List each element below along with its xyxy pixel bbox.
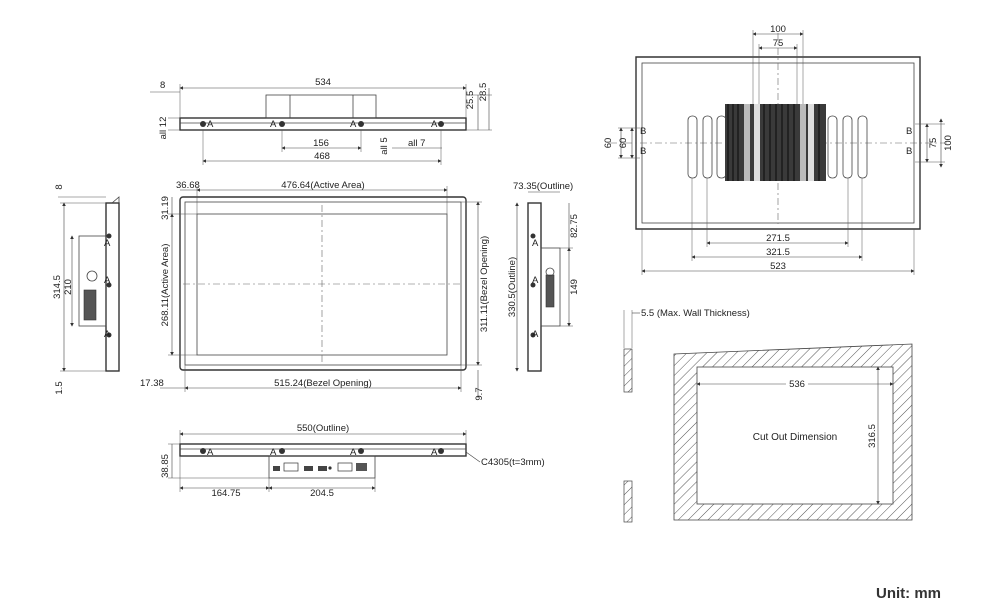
top-view-bracket bbox=[265, 94, 377, 119]
dim-8: 8 bbox=[54, 184, 65, 189]
dim-bezel-height: 311.11(Bezel Opening) bbox=[479, 236, 490, 332]
dim-all-7: all 7 bbox=[408, 138, 425, 149]
dim-156: 156 bbox=[313, 138, 329, 149]
top-view-body bbox=[179, 117, 467, 131]
io-ports bbox=[273, 462, 367, 472]
dim-25-5: 25.5 bbox=[465, 91, 476, 110]
io-panel bbox=[268, 455, 376, 479]
front-view: 36.68 476.64(Active Area) 31.19 268.11(A… bbox=[140, 180, 490, 401]
dim-100-top: 100 bbox=[770, 24, 786, 35]
marker-b: B bbox=[640, 126, 646, 137]
dim-149: 149 bbox=[569, 279, 580, 295]
dim-536: 536 bbox=[789, 379, 805, 390]
dim-9-7: 9.7 bbox=[474, 387, 485, 400]
marker-a: A bbox=[104, 238, 111, 249]
cutout-opening bbox=[696, 366, 894, 505]
dim-17-38: 17.38 bbox=[140, 378, 164, 389]
dim-75-side: 75 bbox=[928, 138, 939, 149]
dim-8: 8 bbox=[160, 80, 165, 91]
dim-60-a: 60 bbox=[603, 138, 614, 149]
wall-note: 5.5 (Max. Wall Thickness) bbox=[641, 308, 750, 319]
dim-534: 534 bbox=[315, 77, 331, 88]
marker-b: B bbox=[906, 146, 912, 157]
dim-271-5: 271.5 bbox=[766, 233, 790, 244]
marker-a: A bbox=[431, 119, 438, 130]
marker-a: A bbox=[431, 447, 438, 458]
left-side-view: A A A 314.5 210 8 1.5 bbox=[52, 184, 120, 395]
dim-210: 210 bbox=[63, 279, 74, 295]
dim-100-side: 100 bbox=[943, 135, 954, 151]
dim-bezel-width: 515.24(Bezel Opening) bbox=[274, 378, 372, 389]
rear-view: 100 75 60 60 B B 75 100 B B 271.5 321.5 bbox=[603, 24, 954, 275]
marker-a: A bbox=[270, 447, 277, 458]
dim-38-85: 38.85 bbox=[160, 454, 171, 478]
clip-note: C4305(t=3mm) bbox=[481, 457, 545, 468]
wall-section bbox=[623, 480, 633, 523]
top-view: A A A A 534 8 25.5 28.5 all 12 156 468 a… bbox=[150, 77, 492, 165]
front-outline bbox=[179, 196, 467, 371]
mount-brackets bbox=[687, 115, 868, 179]
marker-a: A bbox=[532, 329, 539, 340]
bottom-view-body bbox=[179, 443, 467, 457]
dim-28-5: 28.5 bbox=[478, 83, 489, 102]
dim-active-height: 268.11(Active Area) bbox=[160, 244, 171, 327]
cutout-title: Cut Out Dimension bbox=[753, 432, 837, 443]
marker-a: A bbox=[104, 329, 111, 340]
dim-outline-width: 550(Outline) bbox=[297, 423, 349, 434]
dim-31-19: 31.19 bbox=[160, 196, 171, 220]
marker-a: A bbox=[532, 275, 539, 286]
top-screw-marks bbox=[200, 121, 444, 127]
marker-a: A bbox=[350, 447, 357, 458]
marker-a: A bbox=[207, 119, 214, 130]
right-side-view: A A A 73.35(Outline) 330.5(Outline) 82.7… bbox=[507, 181, 580, 372]
dim-316-5: 316.5 bbox=[867, 424, 878, 448]
marker-b: B bbox=[640, 146, 646, 157]
marker-a: A bbox=[104, 275, 111, 286]
dim-all-5: all 5 bbox=[379, 137, 390, 154]
bottom-view: A A A A 550(Outline) 38.85 164.75 204.5 … bbox=[160, 423, 545, 499]
dim-75-top: 75 bbox=[773, 38, 784, 49]
marker-a: A bbox=[207, 447, 214, 458]
dim-204-5: 204.5 bbox=[310, 488, 334, 499]
wall-section bbox=[623, 348, 633, 393]
dim-314-5: 314.5 bbox=[52, 275, 63, 299]
dim-468: 468 bbox=[314, 151, 330, 162]
dim-all-12: all 12 bbox=[158, 117, 169, 140]
dim-outline-height: 330.5(Outline) bbox=[507, 257, 518, 317]
dim-60-b: 60 bbox=[618, 138, 629, 149]
cutout-view: 5.5 (Max. Wall Thickness) 536 316.5 Cut … bbox=[623, 308, 913, 523]
marker-b: B bbox=[906, 126, 912, 137]
marker-a: A bbox=[350, 119, 357, 130]
dim-523: 523 bbox=[770, 261, 786, 272]
dim-36-68: 36.68 bbox=[176, 180, 200, 191]
marker-a: A bbox=[532, 238, 539, 249]
marker-a: A bbox=[270, 119, 277, 130]
dim-active-width: 476.64(Active Area) bbox=[281, 180, 364, 191]
dim-outline-depth: 73.35(Outline) bbox=[513, 181, 573, 192]
dim-1-5: 1.5 bbox=[54, 381, 65, 394]
heatsink bbox=[725, 104, 826, 181]
dim-82-75: 82.75 bbox=[569, 214, 580, 238]
dim-164-75: 164.75 bbox=[211, 488, 240, 499]
rear-outline bbox=[635, 56, 921, 230]
dim-321-5: 321.5 bbox=[766, 247, 790, 258]
unit-label: Unit: mm bbox=[876, 585, 941, 602]
